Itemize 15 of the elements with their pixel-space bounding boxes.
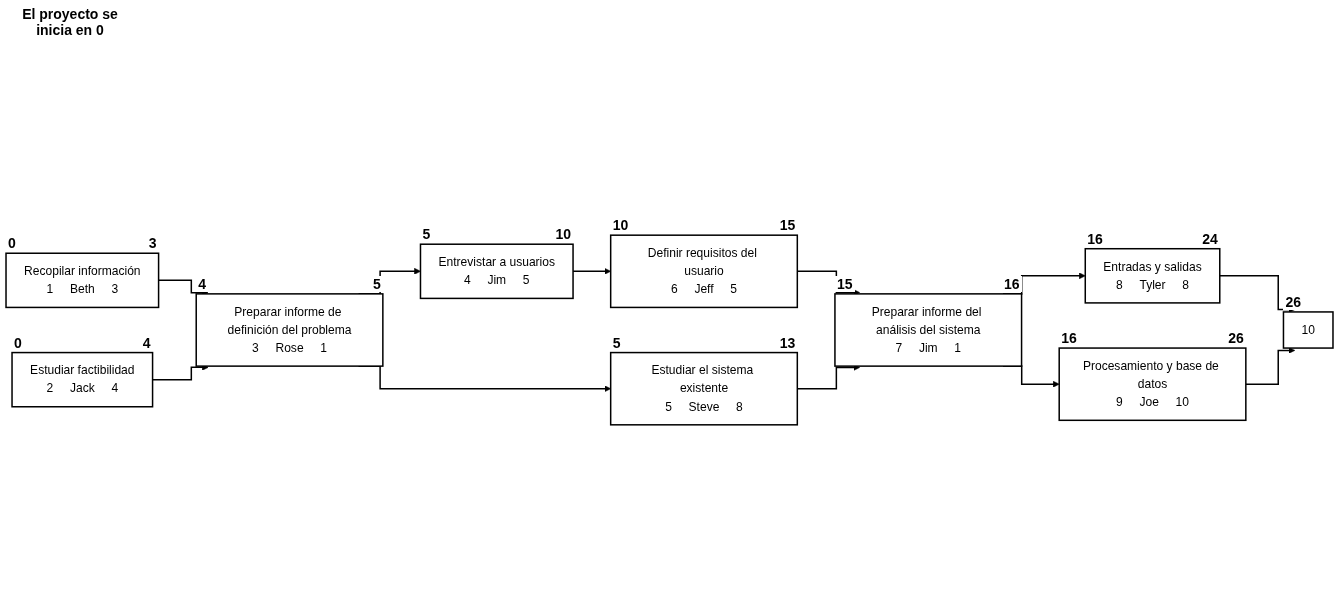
- start-time: 15: [834, 275, 855, 292]
- arrow: [1245, 347, 1296, 385]
- node-box: Recopilar información 1 Beth 3: [5, 252, 160, 309]
- node-box: Procesamiento y base de datos 9 Joe 10: [1058, 347, 1247, 422]
- node-box: Estudiar el sistema existente 5 Steve 8: [609, 351, 799, 426]
- node-box: Entradas y salidas 8 Tyler 8: [1084, 247, 1221, 304]
- finish-time: 16: [1002, 275, 1022, 292]
- node-box: Definir requisitos del usuario 6 Jeff 5: [609, 234, 799, 309]
- finish-time: 5: [371, 275, 383, 292]
- note-text: El proyecto se inicia en 0: [21, 6, 119, 38]
- node-box: 10: [1282, 311, 1334, 349]
- node-box: Entrevistar a usuarios 4 Jim 5: [419, 243, 574, 300]
- node-box: Preparar informe de definición del problema 3 Rose 1: [195, 293, 384, 367]
- node-box: Estudiar factibilidad 2 Jack 4: [11, 351, 154, 408]
- node-box: Preparar informe del análisis del sistema 7 Jim 1: [834, 293, 1023, 367]
